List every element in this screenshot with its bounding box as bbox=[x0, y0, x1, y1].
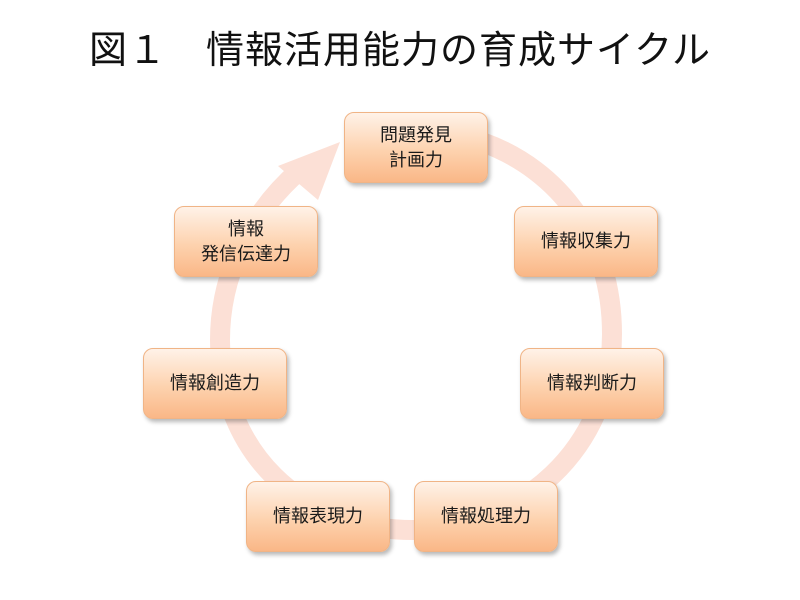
node-information-creation: 情報創造力 bbox=[143, 348, 287, 419]
cycle-arrowhead bbox=[278, 142, 340, 200]
node-label-line: 情報表現力 bbox=[273, 506, 363, 527]
node-label-line: 情報判断力 bbox=[547, 373, 637, 394]
node-label-line: 計画力 bbox=[389, 149, 443, 171]
node-label-line: 発信伝達力 bbox=[201, 243, 291, 265]
node-information-transmission: 情報 発信伝達力 bbox=[174, 206, 318, 277]
page-title: 図１ 情報活用能力の育成サイクル bbox=[88, 28, 712, 72]
node-information-expression: 情報表現力 bbox=[246, 481, 390, 552]
node-label-line: 情報処理力 bbox=[441, 506, 531, 527]
node-information-processing: 情報処理力 bbox=[414, 481, 558, 552]
node-label-line: 情報収集力 bbox=[541, 231, 631, 252]
circular-arrow-icon bbox=[209, 132, 623, 541]
node-problem-finding: 問題発見 計画力 bbox=[344, 112, 488, 183]
node-information-judgment: 情報判断力 bbox=[520, 348, 664, 419]
node-label-line: 情報 bbox=[228, 218, 264, 240]
node-information-gathering: 情報収集力 bbox=[514, 206, 658, 277]
node-label-line: 情報創造力 bbox=[170, 373, 260, 394]
node-label-line: 問題発見 bbox=[380, 124, 452, 146]
cycle-band bbox=[209, 132, 623, 541]
